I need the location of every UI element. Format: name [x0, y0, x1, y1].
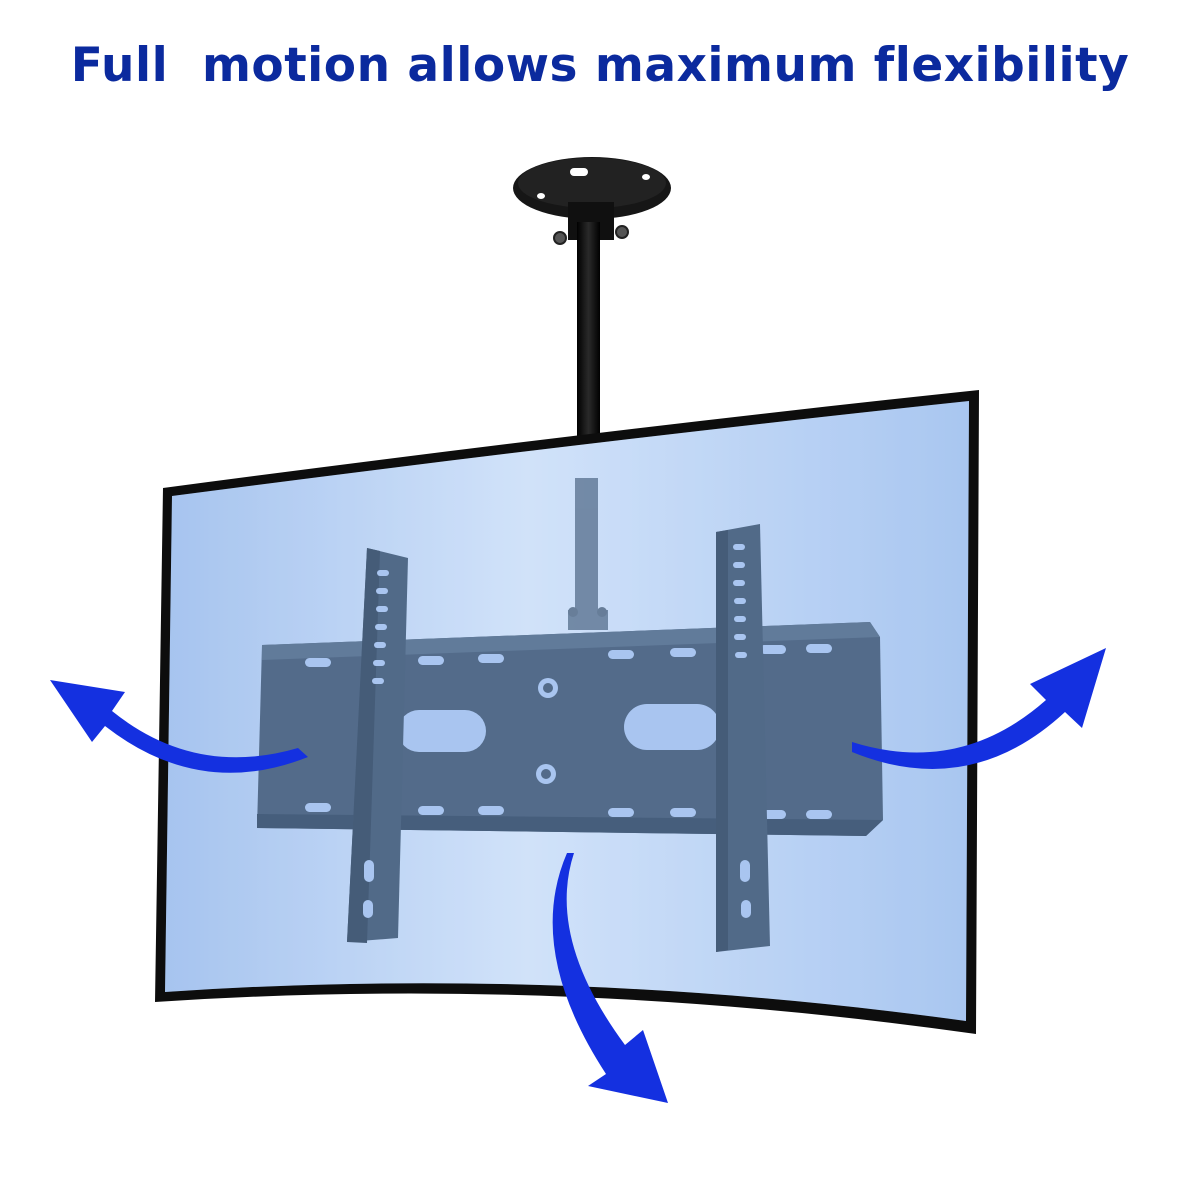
left-vertical-arm	[347, 548, 408, 943]
pole-through-screen	[568, 478, 608, 630]
extension-pole	[577, 222, 600, 472]
tilt-down-arrow-icon	[552, 853, 668, 1103]
ceiling-plate	[513, 157, 671, 245]
headline: Full motion allows maximum flexibility	[70, 38, 1130, 93]
swivel-right-arrow-icon	[852, 648, 1106, 769]
right-vertical-arm	[716, 524, 770, 952]
swivel-left-arrow-icon	[50, 680, 308, 773]
